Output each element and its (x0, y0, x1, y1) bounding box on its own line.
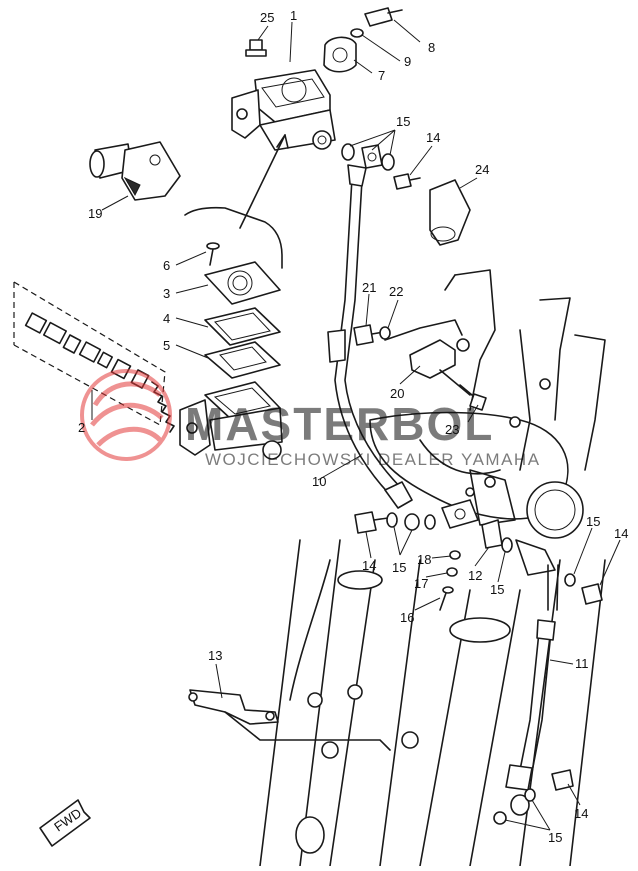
watermark-tagline: WOJCIECHOWSKI DEALER YAMAHA (205, 450, 541, 469)
master-cylinder-kit-2 (13, 281, 175, 433)
callout-10: 10 (312, 474, 326, 489)
callout-2: 2 (78, 420, 85, 435)
washer-15-bottom-b (493, 811, 507, 825)
callout-14-right: 14 (614, 526, 628, 541)
diaphragm-plate-5 (204, 341, 281, 379)
hose-bracket-20 (384, 319, 471, 396)
washer-9 (350, 28, 364, 38)
washer-22 (379, 326, 391, 340)
brake-hose-10 (327, 164, 413, 509)
callout-23: 23 (445, 422, 459, 437)
master-cylinder-top (231, 69, 336, 151)
callout-17: 17 (414, 576, 428, 591)
callout-12: 12 (468, 568, 482, 583)
group-bracket (184, 206, 283, 269)
washer-15-bottom-a (524, 788, 536, 802)
callout-5: 5 (163, 338, 170, 353)
brake-switch-19 (89, 141, 181, 201)
callout-3: 3 (163, 286, 170, 301)
callout-24: 24 (475, 162, 489, 177)
bolt-8 (364, 7, 403, 27)
callout-16: 16 (400, 610, 414, 625)
reservoir-cap-3 (204, 261, 281, 305)
callout-21: 21 (362, 280, 376, 295)
callout-9: 9 (404, 54, 411, 69)
callout-8: 8 (428, 40, 435, 55)
bolt-23 (459, 384, 487, 411)
washer-17 (446, 567, 458, 577)
front-fork-assembly (259, 539, 606, 867)
pointer-arrowhead (276, 134, 289, 149)
pointer-line (239, 134, 286, 229)
callout-20: 20 (390, 386, 404, 401)
reservoir-cap-25 (245, 39, 267, 57)
washer-18 (449, 550, 461, 560)
callout-14-bottom: 14 (574, 806, 588, 821)
bolt-16 (439, 586, 454, 611)
callout-15-top: 15 (396, 114, 410, 129)
leader-lines (91, 19, 621, 831)
callout-15-lower: 15 (490, 582, 504, 597)
callout-6: 6 (163, 258, 170, 273)
dealer-watermark: MASTERBOL WOJCIECHOWSKI DEALER YAMAHA (80, 369, 541, 469)
banjo-fitting-top (341, 143, 395, 171)
callout-19: 19 (88, 206, 102, 221)
brake-hose-11 (505, 619, 556, 816)
union-bolt-14-right (581, 583, 603, 605)
callout-15-right: 15 (586, 514, 600, 529)
callout-15-bottom: 15 (548, 830, 562, 845)
callout-22: 22 (389, 284, 403, 299)
screw-6 (206, 242, 220, 266)
hose-holder-13 (188, 689, 391, 751)
callout-numbers: 25 1 8 9 7 15 14 24 19 6 3 4 5 2 21 22 2… (78, 8, 628, 845)
callout-7: 7 (378, 68, 385, 83)
callout-14-top: 14 (426, 130, 440, 145)
clamp-7 (323, 36, 357, 73)
callout-11: 11 (575, 656, 589, 671)
watermark-brand: MASTERBOL (185, 398, 494, 450)
callout-14-mid: 14 (362, 558, 376, 573)
steering-head-frame (369, 269, 606, 539)
rubber-cover-24 (429, 179, 471, 246)
union-bolt-14-top (393, 173, 421, 190)
union-bolt-14-bottom (551, 769, 574, 791)
callout-13: 13 (208, 648, 222, 663)
callout-15-mid: 15 (392, 560, 406, 575)
callout-1: 1 (290, 8, 297, 23)
forward-direction-arrow: FWD (39, 799, 91, 847)
diaphragm-4 (204, 307, 281, 346)
washer-15-right (564, 573, 576, 587)
callout-25: 25 (260, 10, 274, 25)
callout-4: 4 (163, 311, 170, 326)
lower-union-assembly (354, 499, 559, 611)
bolt-21 (353, 324, 385, 346)
callout-18: 18 (417, 552, 431, 567)
master-cylinder-body (179, 381, 283, 460)
